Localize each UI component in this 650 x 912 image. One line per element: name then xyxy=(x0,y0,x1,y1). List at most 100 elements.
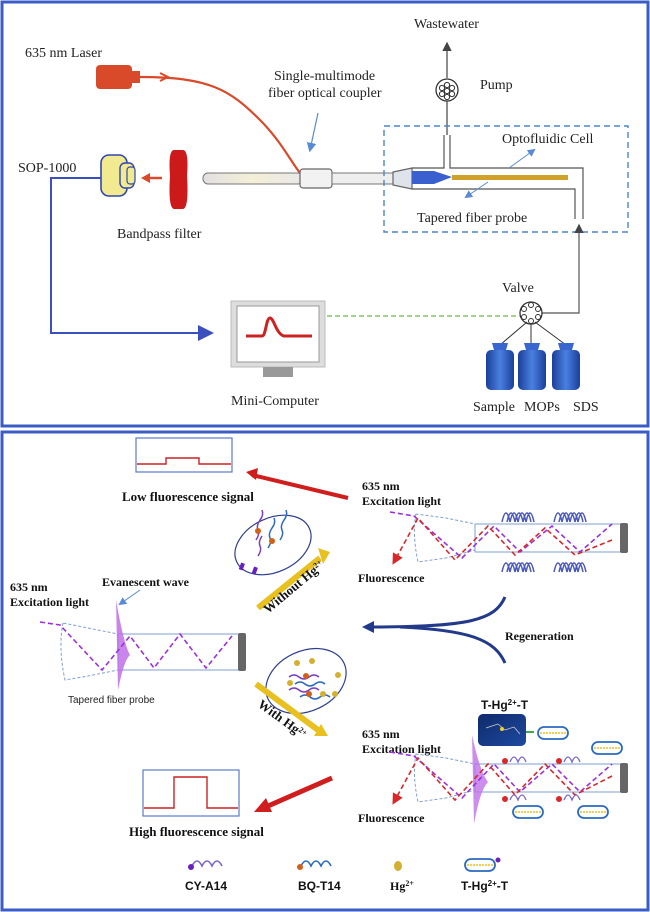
high-signal-arrowhead xyxy=(254,798,272,812)
legend: CY-A14 BQ-T14 Hg2+ T-Hg2+-T xyxy=(185,857,509,894)
t-hg-t-duplexes xyxy=(512,726,623,819)
bandpass-filter-icon xyxy=(169,150,188,209)
hybridized-duplex-icons xyxy=(501,512,587,573)
filter-label: Bandpass filter xyxy=(117,227,202,242)
cy-a14-strand-icon xyxy=(191,860,223,868)
fluorescence-bottom-label: Fluorescence xyxy=(358,811,425,825)
probe-gold-section xyxy=(452,175,568,180)
input-fiber xyxy=(202,172,304,185)
legend-label-t-hg-t: T-Hg2+-T xyxy=(461,879,509,894)
laser-source-icon xyxy=(96,65,140,89)
coupler-label-line1: Single-multimode xyxy=(274,69,375,84)
pump-icon xyxy=(435,78,459,102)
cell-label: Optofluidic Cell xyxy=(502,132,593,147)
free-strands-icon xyxy=(255,509,288,557)
excitation-bottom-line1: 635 nm xyxy=(362,727,400,741)
probe-pointer-arrow xyxy=(464,181,489,199)
fluorescence-top-label: Fluorescence xyxy=(358,571,425,585)
optical-coupler-icon xyxy=(299,168,333,189)
complex-title: T-Hg2+-T xyxy=(481,698,529,713)
excitation-top-line1: 635 nm xyxy=(362,479,400,493)
fiber-end-cap xyxy=(620,523,628,553)
legend-label-cy-a14: CY-A14 xyxy=(185,879,227,893)
valve-icon xyxy=(519,301,543,325)
dye-icon xyxy=(251,566,258,575)
computer-label: Mini-Computer xyxy=(231,394,319,409)
excitation-left-line1: 635 nm xyxy=(10,580,48,594)
low-signal-arrow xyxy=(251,473,349,500)
left-probe-label: Tapered fiber probe xyxy=(68,695,155,706)
fiber-taper-connector xyxy=(392,167,413,190)
cell-pointer-arrow xyxy=(508,148,536,169)
low-signal-label: Low fluorescence signal xyxy=(122,489,254,504)
evanescent-pointer-arrow xyxy=(118,589,141,606)
panel-b-frame xyxy=(0,430,650,912)
legend-label-hg: Hg2+ xyxy=(390,879,414,894)
laser-label: 635 nm Laser xyxy=(25,46,102,61)
regeneration-label: Regeneration xyxy=(505,629,574,643)
fluorescent-dye-icons xyxy=(502,758,562,802)
probe-label: Tapered fiber probe xyxy=(417,211,527,226)
excitation-top-line2: Excitation light xyxy=(362,494,441,508)
fluorescence-path-top xyxy=(392,516,613,565)
excitation-left-line2: Excitation light xyxy=(10,595,89,609)
molecule-structure-icon xyxy=(485,723,521,735)
quencher-icon xyxy=(306,691,312,697)
cell-upper-wall-left xyxy=(412,135,445,169)
legend-label-bq-t14: BQ-T14 xyxy=(298,879,341,893)
valve-line-sample xyxy=(499,321,528,346)
fiber-end-cap-bottom xyxy=(620,763,628,793)
low-signal-arrowhead xyxy=(246,468,258,480)
reservoir-label-sds: SDS xyxy=(573,400,599,415)
regeneration-arrow-lower xyxy=(399,625,507,664)
coupler-pointer-arrow xyxy=(306,112,319,153)
wastewater-label: Wastewater xyxy=(414,17,479,32)
t-hg-t-duplex-icon xyxy=(464,857,501,872)
laser-direction-icon xyxy=(159,72,171,82)
high-signal-label: High fluorescence signal xyxy=(129,824,264,839)
reservoir-label-mops: MOPs xyxy=(524,400,560,415)
excitation-path-left xyxy=(39,621,233,672)
evanescent-label: Evanescent wave xyxy=(102,575,190,589)
regeneration-arrowhead xyxy=(362,621,374,633)
bq-t14-strand-icon xyxy=(300,860,332,868)
pump-label: Pump xyxy=(480,78,513,93)
optofluidic-cell-boundary xyxy=(383,125,629,233)
quencher-icon xyxy=(255,528,261,534)
sds-bottle-icon xyxy=(552,343,580,390)
excitation-bottom-line2: Excitation light xyxy=(362,742,441,756)
quencher-icon xyxy=(269,538,275,544)
filter-output-arrowhead xyxy=(141,173,150,183)
fiber-taper-outline-bottom xyxy=(413,753,476,803)
laser-fiber xyxy=(139,75,301,174)
without-hg-arrowhead xyxy=(318,548,330,564)
low-signal-plot xyxy=(135,437,233,473)
quencher-icon xyxy=(303,673,309,679)
valve-line-sds xyxy=(534,321,567,346)
spectrometer-label: SOP-1000 xyxy=(18,161,76,176)
cell-upper-wall xyxy=(449,135,584,219)
reservoir-label-sample: Sample xyxy=(473,400,515,415)
fluorescence-path-bottom xyxy=(392,756,613,805)
without-hg-arrow xyxy=(256,555,322,611)
high-signal-trace xyxy=(144,776,238,809)
with-hg-arrowhead xyxy=(314,724,328,736)
hg-ions-in-ellipse xyxy=(287,658,341,697)
spectrum-peak xyxy=(246,316,312,338)
mini-computer-icon xyxy=(230,300,326,377)
free-cy-strands xyxy=(509,756,581,802)
coupler-label-line2: fiber optical coupler xyxy=(268,86,382,101)
with-hg-arrow xyxy=(254,681,320,733)
hg-ion-icon xyxy=(394,861,402,871)
valve-label: Valve xyxy=(502,281,534,296)
dye-icon xyxy=(238,562,245,571)
spectrometer-icon xyxy=(100,154,136,197)
high-signal-arrow xyxy=(266,775,334,809)
tapered-probe-tip xyxy=(412,171,452,184)
fiber-taper-outline-left xyxy=(60,622,119,681)
mops-bottle-icon xyxy=(518,343,546,390)
low-signal-trace xyxy=(137,457,231,465)
fiber-end-cap-left xyxy=(238,633,246,671)
with-hg-ellipse xyxy=(265,647,347,715)
